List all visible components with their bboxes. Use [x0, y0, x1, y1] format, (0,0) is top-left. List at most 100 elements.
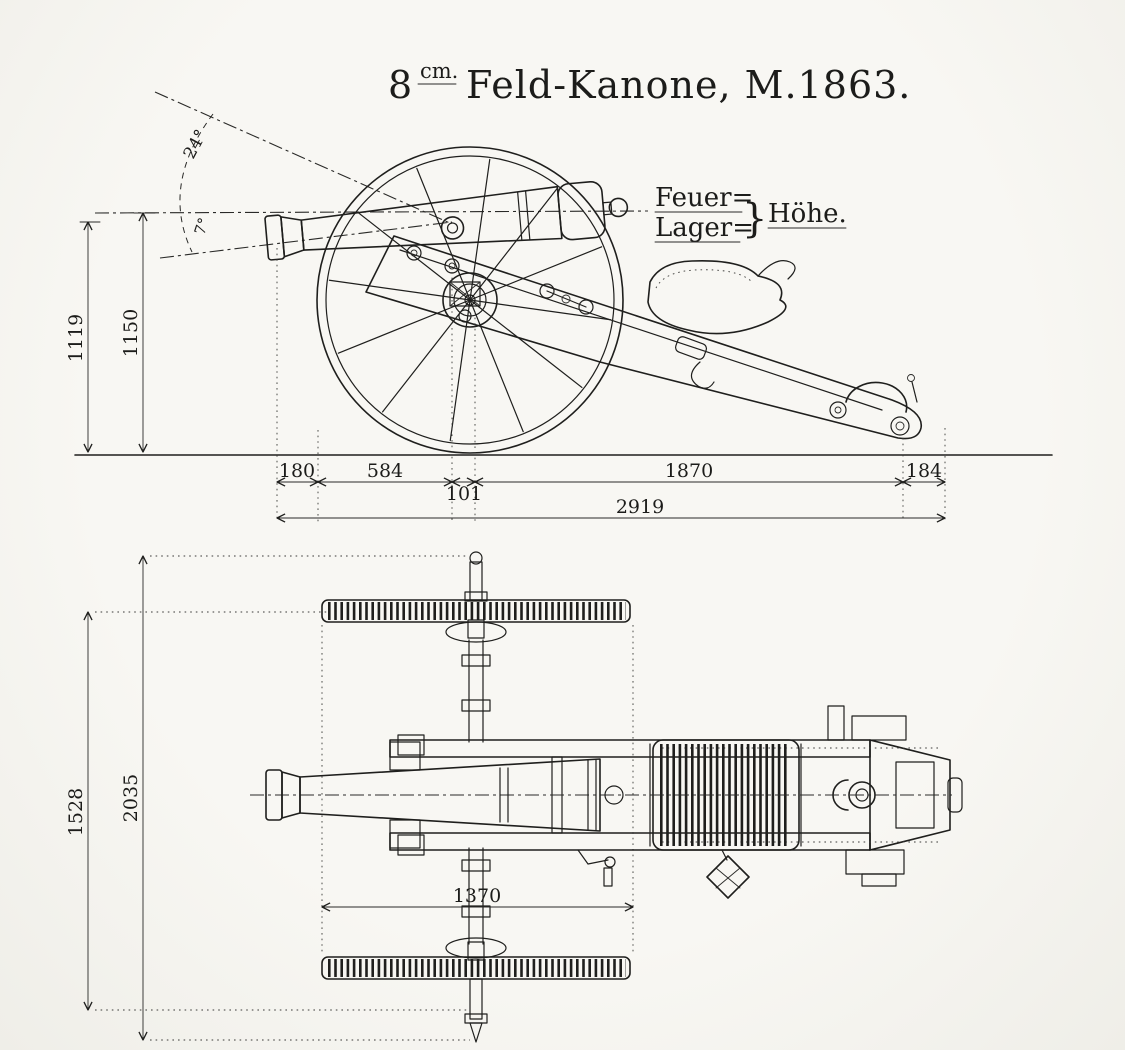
axle-collar — [461, 654, 491, 667]
axle-collar — [461, 859, 491, 872]
rail-bottom — [389, 832, 871, 851]
trunnion-plate-bottom — [397, 834, 425, 856]
barrel-body-plan — [299, 758, 601, 832]
plan-vertical-dimensions: 1528 2035 — [65, 555, 143, 1041]
carriage-plan — [389, 705, 963, 899]
cascabel-neck — [602, 201, 613, 216]
label-feuer: Feuer= — [655, 183, 753, 213]
axle-collar — [461, 905, 491, 918]
title-unit: cm. — [420, 59, 458, 83]
depression-angle-label: 7° — [191, 215, 213, 237]
trail-pin — [911, 381, 918, 403]
trunnion — [440, 216, 465, 240]
elevation-construction-lines: 24° 7° — [94, 91, 649, 259]
trail-pin-head — [907, 374, 915, 382]
wheel-side — [316, 146, 624, 454]
crank-handle — [603, 867, 613, 887]
trunnion-center — [446, 222, 459, 234]
trail-eye — [947, 777, 963, 813]
dim-label-184: 184 — [906, 460, 942, 482]
axle-stub-knob — [469, 551, 483, 565]
angle-arc — [179, 113, 214, 253]
depression-line — [159, 221, 453, 259]
fire-axis-line — [94, 210, 649, 214]
lunette-ring-center — [895, 421, 905, 431]
cascabel-plan — [604, 785, 624, 805]
plan-wheel-dimension: 1370 — [321, 885, 634, 907]
plan-view: 1528 2035 — [65, 551, 963, 1043]
trail-seat — [647, 259, 787, 335]
title-caliber: 8 — [388, 63, 413, 107]
rail-top — [389, 739, 871, 758]
label-hoehe: Höhe. — [768, 199, 847, 229]
dim-label-1528: 1528 — [65, 788, 87, 836]
elevating-crank — [577, 849, 609, 865]
trail-handle-loop — [845, 381, 908, 413]
handle-bracket-bottom — [845, 849, 905, 875]
lunette-ring — [890, 416, 910, 436]
seat-hook — [757, 260, 796, 280]
fire-height-label: Feuer= Lager= } Höhe. — [654, 183, 847, 243]
trail-hook — [690, 361, 715, 389]
dim-label-1119: 1119 — [65, 314, 87, 362]
handspike-socket — [674, 336, 708, 360]
trail-seat-stitching — [655, 269, 753, 289]
trail-block — [869, 739, 951, 851]
dim-label-1370: 1370 — [453, 885, 501, 907]
bottom-wheel-plan — [321, 937, 631, 1043]
handle-bolt — [829, 401, 847, 419]
brake-lever — [827, 705, 845, 741]
dim-label-584: 584 — [367, 460, 403, 482]
axle-stub — [469, 978, 483, 1020]
wheel-hub-inner — [453, 283, 487, 317]
axle-stub — [469, 561, 483, 601]
dim-label-2035: 2035 — [120, 774, 142, 822]
cheek-bolt — [406, 245, 422, 261]
hub-box — [467, 941, 485, 961]
housing-diagonal — [449, 281, 481, 307]
hub-box — [467, 619, 485, 639]
max-elevation-line — [154, 91, 453, 225]
side-vertical-dimensions: 1119 1150 — [65, 212, 156, 453]
plan-extension-lines — [95, 555, 634, 1041]
reinforce-ring — [525, 190, 531, 240]
crank-knob — [578, 299, 594, 315]
max-elevation-angle-label: 24° — [180, 126, 212, 162]
dim-label-1150: 1150 — [120, 309, 142, 357]
label-brace: } — [742, 196, 767, 242]
axle-stub-tip — [469, 1022, 483, 1043]
top-wheel-plan — [321, 551, 631, 643]
wheel-hub — [445, 937, 507, 959]
dim-label-1870: 1870 — [665, 460, 713, 482]
diamond-plate — [706, 855, 750, 899]
carriage-side — [365, 235, 923, 440]
wheel-tire-inner — [325, 155, 615, 445]
handle-bracket-top — [851, 715, 907, 741]
trail-beam-inner-line — [399, 249, 883, 411]
dim-label-180: 180 — [279, 460, 315, 482]
title-text: Feld-Kanone, M.1863. — [466, 63, 911, 107]
barrel-plan — [250, 741, 952, 849]
elevating-screw-housing — [449, 281, 481, 307]
trunnion-bottom-plan — [389, 819, 421, 849]
handle-bolt-center — [834, 406, 842, 414]
cheek-bolt-center — [410, 249, 418, 257]
cheek-bolt-center — [448, 262, 456, 270]
diamond-hatch — [715, 867, 741, 889]
barrel-body — [300, 185, 563, 251]
dim-label-2919: 2919 — [616, 496, 664, 518]
barrel-side — [264, 180, 629, 261]
bracket-foot — [861, 873, 897, 887]
wheel-tire-outer — [316, 146, 624, 454]
drawing-title: 8 cm. Feld-Kanone, M.1863. — [388, 59, 911, 107]
screw-foot — [458, 309, 472, 323]
side-view: 24° 7° — [65, 91, 1053, 522]
cascabel-knob — [608, 197, 629, 218]
axle-collar — [461, 699, 491, 712]
label-lager: Lager= — [655, 213, 754, 243]
wheel-hub — [445, 621, 507, 643]
wheel-axle-center — [464, 294, 476, 306]
crank-knob — [539, 283, 555, 299]
